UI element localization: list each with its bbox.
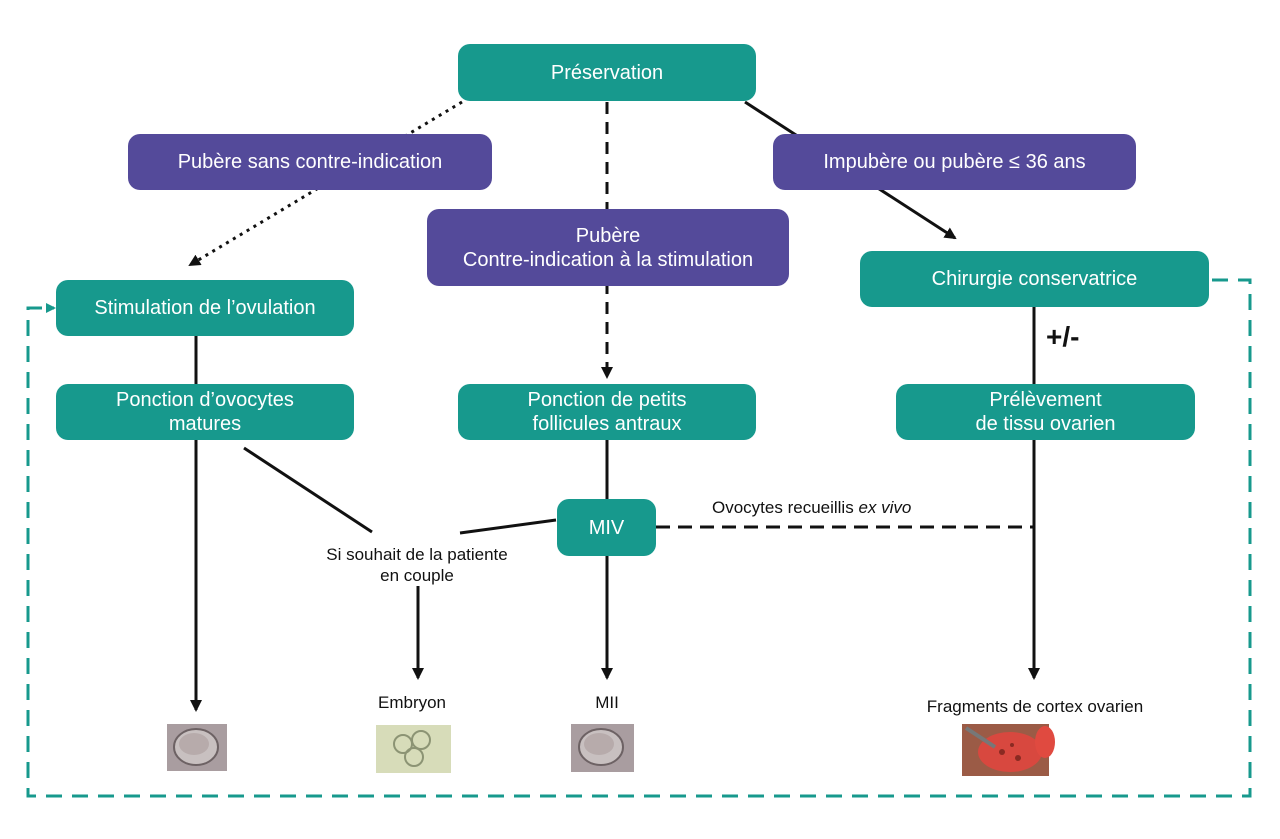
node-preservation-label: Préservation bbox=[550, 61, 664, 84]
ex-vivo-italic: ex vivo bbox=[858, 498, 912, 517]
node-ponction-ovo-line1: Ponction d’ovocytes bbox=[116, 389, 294, 411]
mii-label: MII bbox=[595, 693, 619, 712]
node-miv-label: MIV bbox=[588, 516, 625, 539]
embryon-label: Embryon bbox=[377, 693, 447, 712]
node-pubere-contre-indication: Pubère Contre-indication à la stimulatio… bbox=[427, 209, 789, 286]
node-impubere: Impubère ou pubère ≤ 36 ans bbox=[773, 134, 1136, 190]
embryo-photo bbox=[376, 725, 451, 773]
node-chirurgie-label: Chirurgie conservatrice bbox=[931, 268, 1138, 290]
fragments-label: Fragments de cortex ovarien bbox=[926, 697, 1144, 716]
node-miv: MIV bbox=[557, 499, 656, 556]
node-ponction-ovocytes: Ponction d’ovocytes matures bbox=[56, 384, 354, 440]
node-pubere-ci-line1: Pubère bbox=[575, 224, 641, 247]
node-pubere-ci-line2: Contre-indication à la stimulation bbox=[462, 248, 754, 271]
souhait-label: Si souhait de la patiente en couple bbox=[300, 544, 534, 586]
cortex-photo bbox=[962, 724, 1055, 776]
souhait-line1: Si souhait de la patiente bbox=[326, 545, 508, 564]
node-ponction-ovo-line2: matures bbox=[168, 413, 242, 435]
ovocytes-prefix: Ovocytes recueillis bbox=[712, 498, 859, 517]
node-pubere-sans-contre-indication: Pubère sans contre-indication bbox=[128, 134, 492, 190]
oocyte-photo-mii bbox=[571, 724, 634, 772]
dotted-arrow-stimulation bbox=[188, 100, 463, 267]
node-impubere-label: Impubère ou pubère ≤ 36 ans bbox=[823, 151, 1086, 173]
node-chirurgie: Chirurgie conservatrice bbox=[860, 251, 1209, 307]
outer-dashed-frame bbox=[26, 278, 1252, 798]
line-to-souhait-right bbox=[459, 518, 557, 535]
node-stimulation-label: Stimulation de l’ovulation bbox=[94, 297, 316, 319]
node-prelevement: Prélèvement de tissu ovarien bbox=[896, 384, 1195, 440]
node-prelevement-line1: Prélèvement bbox=[989, 389, 1102, 411]
souhait-line2: en couple bbox=[380, 566, 454, 585]
node-stimulation: Stimulation de l’ovulation bbox=[56, 280, 354, 336]
node-ponction-petits-line1: Ponction de petits bbox=[527, 389, 687, 411]
node-prelevement-line2: de tissu ovarien bbox=[975, 413, 1116, 435]
oocyte-photo-left bbox=[167, 724, 227, 771]
node-pubere-sans-label: Pubère sans contre-indication bbox=[177, 151, 443, 173]
plus-minus-label: +/- bbox=[1046, 321, 1080, 352]
ovocytes-ex-vivo-label: Ovocytes recueillis ex vivo bbox=[712, 497, 911, 518]
node-ponction-petits: Ponction de petits follicules antraux bbox=[458, 384, 756, 440]
line-to-souhait-left bbox=[243, 446, 373, 534]
node-preservation: Préservation bbox=[458, 44, 756, 101]
node-ponction-petits-line2: follicules antraux bbox=[532, 413, 682, 435]
